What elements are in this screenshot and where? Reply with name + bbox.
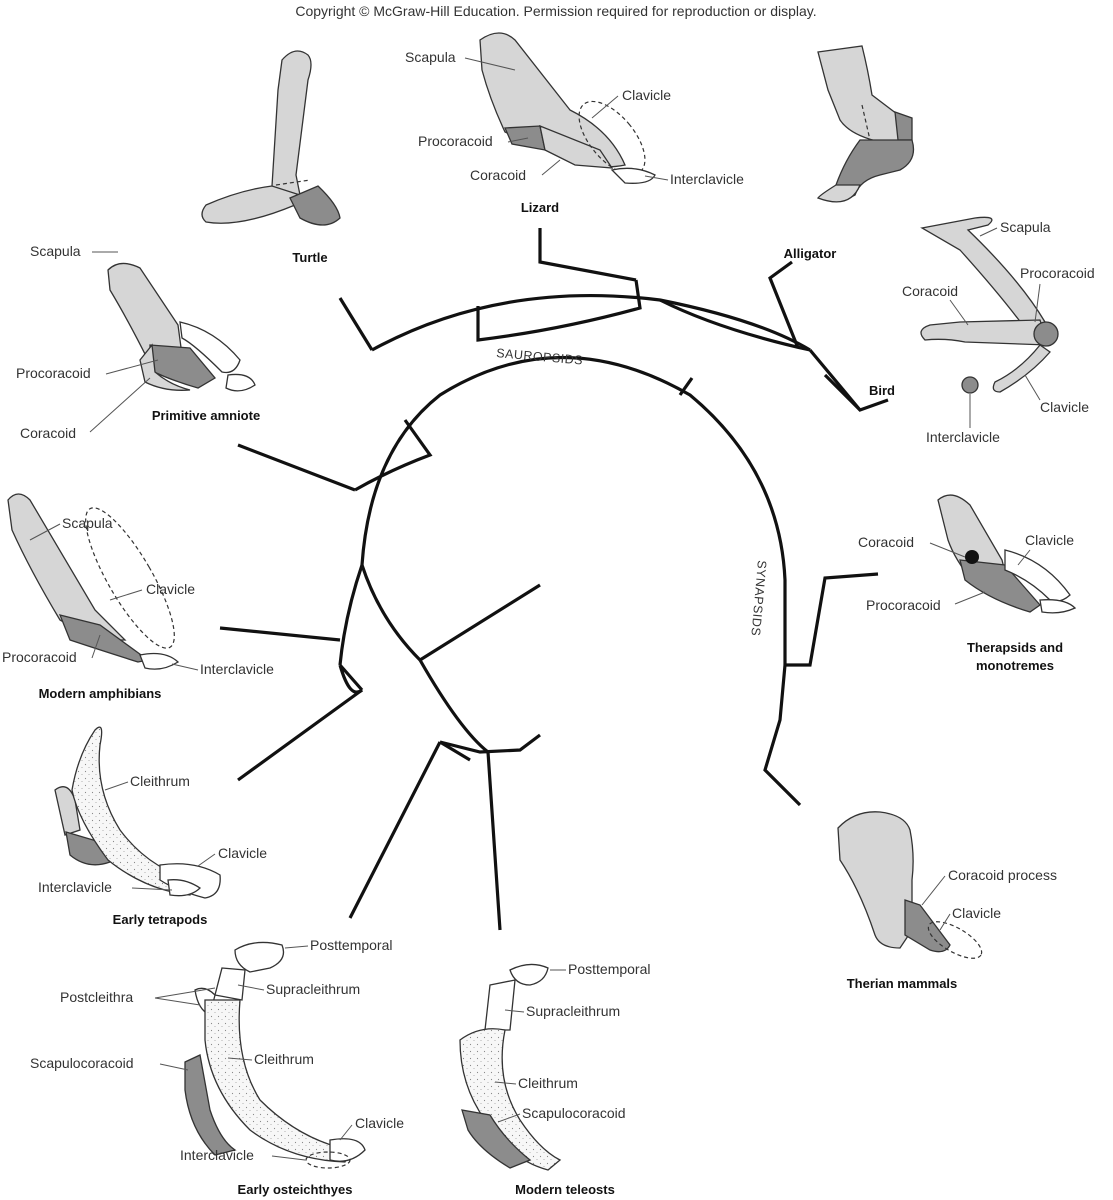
label-bird-interclavicle: Interclavicle	[926, 429, 1000, 445]
label-amphibian-procoracoid: Procoracoid	[2, 649, 77, 665]
branch-turtle	[338, 297, 374, 351]
turtle-girdle	[201, 50, 341, 226]
taxon-therapsids-line2: monotremes	[976, 658, 1054, 673]
label-osteich-interclavicle: Interclavicle	[180, 1147, 254, 1163]
label-tetrapod-cleithrum: Cleithrum	[130, 773, 190, 789]
modern-teleost-girdle	[459, 963, 562, 1171]
therian-girdle	[837, 811, 983, 959]
taxon-lizard: Lizard	[521, 200, 559, 215]
label-tetrapod-interclavicle: Interclavicle	[38, 879, 112, 895]
label-teleost-scapulocoracoid: Scapulocoracoid	[522, 1105, 626, 1121]
label-therapsid-coracoid: Coracoid	[858, 534, 914, 550]
branch-modern-amphibians	[219, 626, 341, 642]
tree-amniote-arc	[360, 356, 787, 665]
tree-osteichthyes-arc	[418, 659, 489, 754]
label-amphibian-scapula: Scapula	[62, 515, 113, 531]
early-tetrapod-girdle	[54, 726, 221, 899]
taxon-therapsids-line1: Therapsids and	[967, 640, 1063, 655]
label-bird-procoracoid: Procoracoid	[1020, 265, 1095, 281]
taxon-primitive-amniote: Primitive amniote	[152, 408, 260, 423]
branch-therian-mammals	[763, 664, 802, 807]
taxon-modern-teleosts: Modern teleosts	[515, 1182, 615, 1197]
label-lizard-clavicle: Clavicle	[622, 87, 671, 103]
therapsid-girdle	[937, 494, 1077, 614]
label-osteich-posttemporal: Posttemporal	[310, 937, 392, 953]
tree-amphibian-arc	[338, 564, 364, 666]
label-lizard-scapula: Scapula	[405, 49, 456, 65]
lizard-girdle	[479, 32, 656, 184]
branch-archosaur-node	[659, 298, 889, 412]
branch-primitive-amniote-node	[354, 419, 433, 492]
branch-lizard-node	[476, 228, 642, 342]
branch-tetrapod-node	[338, 663, 364, 694]
label-therian-clavicle: Clavicle	[952, 905, 1001, 921]
label-lizard-interclavicle: Interclavicle	[670, 171, 744, 187]
label-lizard-procoracoid: Procoracoid	[418, 133, 493, 149]
label-amphibian-clavicle: Clavicle	[146, 581, 195, 597]
label-teleost-cleithrum: Cleithrum	[518, 1075, 578, 1091]
taxon-alligator: Alligator	[784, 246, 837, 261]
label-osteich-scapulocoracoid: Scapulocoracoid	[30, 1055, 134, 1071]
branch-early-osteichthyes	[348, 741, 442, 919]
label-therian-coracoid-process: Coracoid process	[948, 867, 1057, 883]
label-osteich-supracleithrum: Supracleithrum	[266, 981, 360, 997]
label-osteich-cleithrum: Cleithrum	[254, 1051, 314, 1067]
label-amniote-scapula: Scapula	[30, 243, 81, 259]
label-osteich-clavicle: Clavicle	[355, 1115, 404, 1131]
phylogenetic-tree	[219, 228, 889, 931]
label-therapsid-clavicle: Clavicle	[1025, 532, 1074, 548]
taxon-modern-amphibians: Modern amphibians	[39, 686, 162, 701]
label-amniote-coracoid: Coracoid	[20, 425, 76, 441]
bird-girdle	[920, 216, 1059, 394]
label-amniote-procoracoid: Procoracoid	[16, 365, 91, 381]
primitive-amniote-girdle	[107, 262, 256, 392]
label-bird-scapula: Scapula	[1000, 219, 1051, 235]
taxon-early-tetrapods: Early tetrapods	[113, 912, 208, 927]
early-osteichthyes-girdle	[184, 941, 366, 1169]
branch-primitive-amniote	[237, 443, 356, 492]
branch-alligator	[768, 260, 800, 349]
branch-modern-teleosts	[439, 733, 541, 931]
taxon-bird: Bird	[869, 383, 895, 398]
taxon-turtle: Turtle	[292, 250, 327, 265]
taxon-early-osteichthyes: Early osteichthyes	[238, 1182, 353, 1197]
label-lizard-coracoid: Coracoid	[470, 167, 526, 183]
label-therapsid-procoracoid: Procoracoid	[866, 597, 941, 613]
tree-root-branch	[419, 583, 541, 662]
tree-sauropsid-arc	[371, 293, 811, 352]
taxon-therian-mammals: Therian mammals	[847, 976, 958, 991]
label-teleost-supracleithrum: Supracleithrum	[526, 1003, 620, 1019]
label-amphibian-interclavicle: Interclavicle	[200, 661, 274, 677]
label-bird-clavicle: Clavicle	[1040, 399, 1089, 415]
label-teleost-posttemporal: Posttemporal	[568, 961, 650, 977]
branch-sauropsid-connector	[678, 377, 694, 396]
branch-bird	[823, 373, 862, 412]
branch-therapsids	[785, 572, 879, 667]
label-bird-coracoid: Coracoid	[902, 283, 958, 299]
tree-tetrapod-arc	[360, 564, 422, 662]
amphibian-girdle	[7, 493, 180, 670]
clade-label-synapsids: SYNAPSIDS	[748, 560, 769, 637]
label-osteich-postcleithra: Postcleithra	[60, 989, 133, 1005]
copyright-notice: Copyright © McGraw-Hill Education. Permi…	[295, 3, 816, 19]
branch-teleost-fork	[439, 740, 471, 762]
branch-early-tetrapods	[237, 688, 363, 782]
label-tetrapod-clavicle: Clavicle	[218, 845, 267, 861]
alligator-girdle	[817, 45, 915, 203]
